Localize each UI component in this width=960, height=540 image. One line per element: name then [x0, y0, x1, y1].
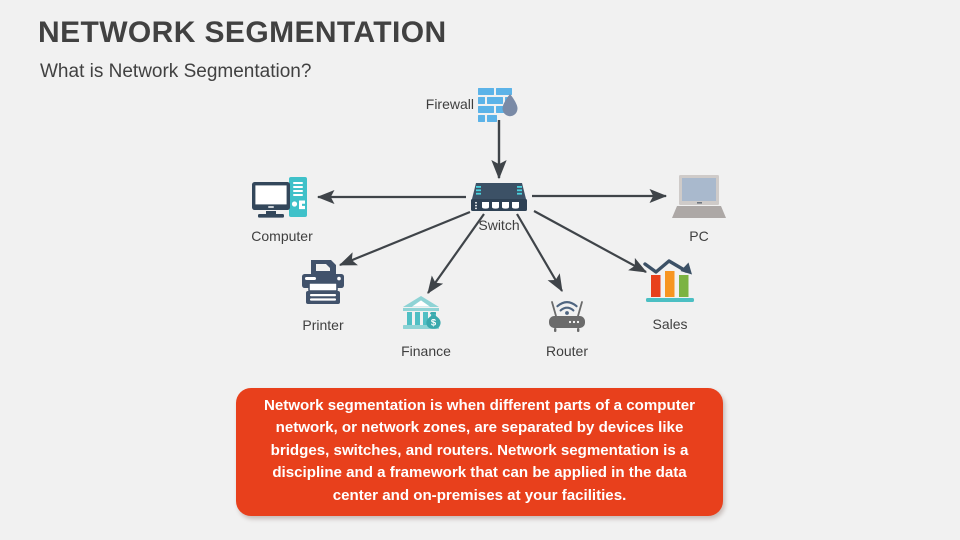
diagram-node-printer[interactable]: Printer	[298, 260, 348, 333]
node-label-firewall: Firewall	[425, 96, 474, 112]
page-subtitle: What is Network Segmentation?	[40, 61, 312, 82]
diagram-node-switch[interactable]: Switch	[468, 181, 530, 233]
edge-switch-sales	[533, 210, 647, 273]
definition-callout-text: Network segmentation is when different p…	[263, 396, 696, 504]
node-label-switch: Switch	[478, 217, 520, 233]
edge-switch-router	[516, 213, 563, 292]
diagram-node-computer[interactable]: Computer	[251, 176, 313, 244]
page-title: NETWORK SEGMENTATION	[38, 16, 447, 49]
wifi-router-icon	[543, 295, 591, 342]
network-diagram: Firewall	[251, 88, 728, 359]
node-label-router: Router	[545, 343, 589, 359]
printer-icon	[298, 260, 348, 313]
diagram-node-sales[interactable]: Sales	[642, 258, 698, 332]
diagram-node-pc[interactable]: PC	[670, 174, 728, 244]
node-label-finance: Finance	[401, 343, 451, 359]
edge-switch-printer	[338, 210, 471, 267]
firewall-icon	[478, 88, 522, 129]
node-label-sales: Sales	[652, 316, 688, 332]
bank-money-icon: $	[402, 295, 450, 340]
diagram-node-firewall[interactable]: Firewall	[426, 88, 522, 124]
network-switch-icon	[468, 181, 530, 218]
edge-switch-finance	[427, 213, 485, 294]
diagram-node-finance[interactable]: $ Finance	[401, 295, 451, 359]
node-label-computer: Computer	[251, 228, 313, 244]
diagram-connectors	[316, 120, 668, 294]
desktop-computer-icon	[251, 176, 313, 227]
bar-chart-growth-icon	[642, 258, 698, 313]
svg-text:$: $	[431, 318, 437, 329]
laptop-icon	[670, 174, 728, 225]
diagram-node-router[interactable]: Router	[543, 295, 591, 359]
definition-callout: Network segmentation is when different p…	[236, 388, 723, 516]
node-label-printer: Printer	[302, 317, 344, 333]
node-label-pc: PC	[689, 228, 709, 244]
